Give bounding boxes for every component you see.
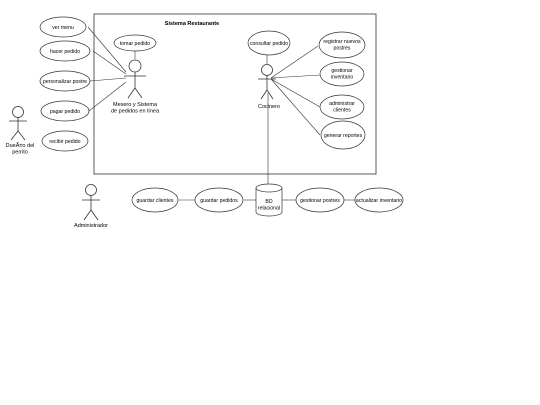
usecase-label: guardar pedidos	[200, 198, 238, 204]
usecase-hacer-pedido: hacer pedido	[39, 40, 91, 62]
usecase-registrar-nuevos-postres: registrar nuevos postres	[318, 31, 366, 59]
usecase-recibir-pedido: recibir pedido	[41, 130, 89, 152]
system-title: Sistema Restaurante	[165, 21, 219, 27]
usecase-gestionar-inventario: gestionar inventario	[319, 61, 365, 87]
usecase-label: generar reportes	[324, 133, 363, 139]
actor-administrador-icon	[82, 184, 100, 221]
actor-administrador-label: Administrador	[74, 223, 108, 229]
usecase-tomar-pedido: tomar pedido	[113, 34, 157, 52]
usecase-gestionar-postres: gestionar postres	[295, 187, 345, 213]
actor-dueno-label: DueÃ±o del	[6, 142, 35, 149]
usecase-label: personalizar postre	[43, 79, 87, 85]
usecase-consultar-pedido: consultar pedido	[247, 30, 291, 56]
usecase-label: postres	[333, 46, 350, 52]
actor-mesero-label: Mesero y Sistema	[113, 102, 158, 108]
database-label: BD	[265, 199, 272, 205]
usecase-pagar-pedido: pagar pedido	[40, 100, 90, 122]
usecase-label: actualizar inventario	[356, 198, 402, 204]
usecase-personalizar-postre: personalizar postre	[39, 70, 91, 92]
usecase-label: gestionar	[331, 68, 353, 74]
usecase-label: gestionar postres	[300, 198, 340, 204]
usecase-label: inventario	[331, 75, 354, 81]
usecase-guardar-pedidos: guardar pedidos	[194, 187, 244, 213]
usecase-label: clientes	[333, 108, 351, 114]
actor-mesero-icon	[124, 59, 146, 99]
usecase-generar-reportes: generar reportes	[320, 120, 366, 150]
usecase-label: consultar pedido	[250, 41, 288, 47]
usecase-label: hacer pedido	[50, 49, 80, 55]
usecase-actualizar-inventario: actualizar inventario	[354, 187, 404, 213]
actor-mesero-label: de pedidos en línea	[111, 109, 160, 115]
database-icon: BD relacional	[255, 183, 283, 217]
usecase-label: recibir pedido	[49, 139, 80, 145]
usecase-ver-menu: ver menu	[39, 16, 87, 38]
usecase-label: administrar	[329, 101, 355, 107]
usecase-administrar-clientes: administrar clientes	[319, 94, 365, 120]
usecase-label: registrar nuevos	[323, 39, 361, 45]
usecase-label: tomar pedido	[120, 41, 150, 47]
actor-cocinero-icon	[258, 64, 276, 100]
database-label: relacional	[258, 206, 280, 212]
usecase-guardar-clientes: guardar clientes	[131, 187, 179, 213]
actor-cocinero-label: Cocinero	[258, 104, 280, 110]
usecase-label: pagar pedido	[50, 109, 80, 115]
actor-dueno-icon	[9, 106, 27, 141]
usecase-label: guardar clientes	[137, 198, 174, 204]
system-boundary	[93, 13, 377, 175]
usecase-label: ver menu	[52, 25, 74, 31]
actor-dueno-label: perrito	[12, 150, 28, 156]
